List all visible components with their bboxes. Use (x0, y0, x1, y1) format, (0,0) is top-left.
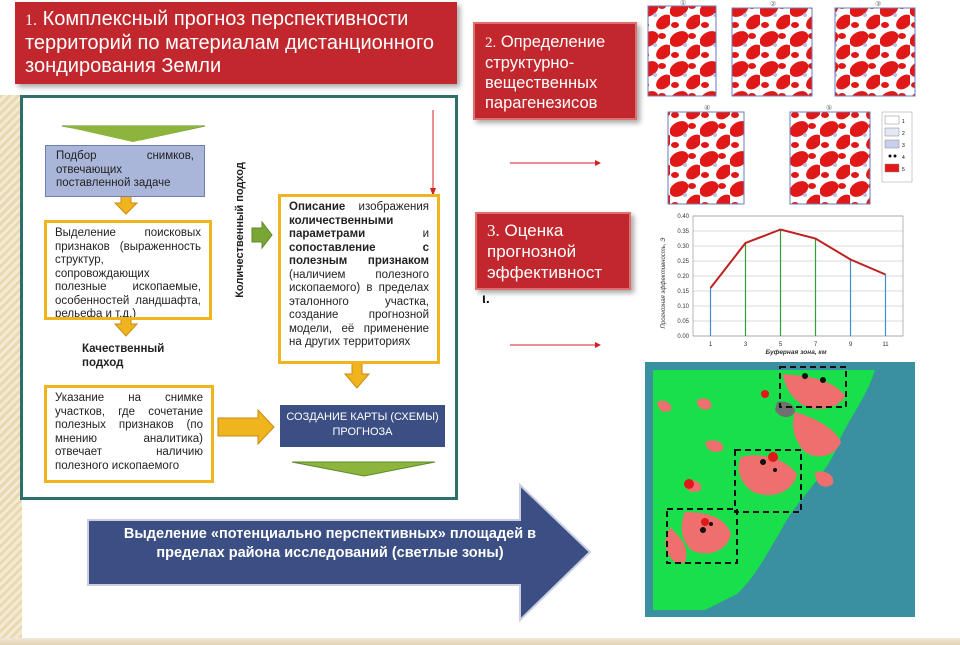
legend-1: 1 (902, 119, 905, 125)
chart-ytick-label: 0.30 (677, 244, 689, 250)
map-thumbnails: ① ② ③ ④ ⑤ 1 2 3 4 5 (647, 0, 916, 205)
describe-bold-2: количественными параметрами (289, 214, 394, 241)
down-arrow-2 (113, 317, 139, 337)
chart-xtick-label: 7 (814, 342, 818, 348)
describe-bold-3: сопоставление с полезным признаком (289, 241, 429, 268)
structural-title-number: 2. (485, 35, 497, 51)
big-navy-arrow (87, 482, 592, 623)
legend-3: 3 (902, 143, 905, 149)
select-images-box: Подбор снимков, отвечающих поставленной … (45, 145, 205, 197)
legend-5: 5 (902, 167, 905, 173)
legend-4: 4 (902, 155, 905, 161)
main-title-number: 1. (25, 12, 37, 29)
chart-ytick-label: 0.00 (677, 334, 689, 340)
describe-text-1: изображения (345, 201, 429, 213)
chart-xlabel: Буферная зона, км (765, 349, 826, 356)
search-features-box: Выделение поисковых признаков (выраженно… (44, 220, 212, 320)
chart-ytick-label: 0.05 (677, 319, 689, 325)
describe-box: Описание изображения количественными пар… (278, 194, 440, 364)
thumb-3: ③ (834, 0, 916, 97)
chart-plot-frame (692, 215, 904, 337)
down-arrow-3 (343, 362, 371, 389)
green-right-arrow (251, 220, 273, 250)
thumb-5-number: ⑤ (826, 104, 832, 112)
thumb-1-number: ① (680, 0, 686, 7)
evaluation-title-number: 3. (487, 221, 500, 240)
forecast-map (645, 362, 915, 617)
evaluation-title-text: Оценка прогнозной эффективност (487, 221, 603, 282)
qualitative-label-text: Качественный подход (82, 343, 165, 369)
structural-title: 2. Определение структурно-вещественных п… (473, 22, 637, 120)
main-title: 1. Комплексный прогноз перспективности т… (15, 2, 457, 84)
chart-ytick-label: 0.35 (677, 229, 689, 235)
thumb-4-number: ④ (704, 104, 710, 112)
forecast-map-drawing (653, 366, 875, 610)
down-arrow-1 (113, 194, 139, 215)
chart-ylabel: Прогнозная эффективность, Э (661, 238, 667, 329)
bottom-border (0, 638, 960, 645)
chart-xtick-label: 9 (849, 342, 853, 348)
structural-title-text: Определение структурно-вещественных пара… (485, 33, 606, 112)
describe-text-3: (наличием полезного ископаемого) в преде… (289, 268, 429, 349)
chart-xtick-label: 11 (882, 342, 889, 348)
evaluation-title: 3. Оценка прогнозной эффективност (475, 212, 631, 290)
efficiency-chart: Прогнозная эффективность, Э Буферная зон… (653, 208, 913, 358)
yellow-right-arrow (217, 408, 275, 446)
thumb-2: ② (731, 0, 813, 97)
chart-ytick-label: 0.20 (677, 274, 689, 280)
chart-ytick-label: 0.40 (677, 214, 689, 220)
evaluation-title-tail: ι. (482, 290, 490, 306)
quantitative-label-text: Количественный подход (234, 162, 246, 298)
bottom-green-arrow (291, 461, 436, 477)
indicate-areas-box: Указание на снимке участков, где сочетан… (44, 385, 214, 483)
quantitative-label: Количественный подход (225, 150, 255, 310)
bottom-arrow-text: Выделение «потенциально перспективных» п… (123, 526, 537, 561)
describe-text-2: и (365, 228, 429, 240)
create-map-box: СОЗДАНИЕ КАРТЫ (СХЕМЫ) ПРОГНОЗА (280, 405, 445, 447)
chart-ytick-label: 0.15 (677, 289, 689, 295)
chart-series-line (709, 228, 886, 289)
decorative-stripe (0, 95, 22, 645)
chart-ytick-label: 0.10 (677, 304, 689, 310)
chart-xtick-label: 1 (709, 342, 713, 348)
thumb-legend: 1 2 3 4 5 (881, 111, 913, 183)
main-title-text: Комплексный прогноз перспективности терр… (25, 8, 434, 77)
describe-bold-1: Описание (289, 201, 346, 213)
legend-2: 2 (902, 131, 905, 137)
thumb-4: ④ (667, 104, 745, 205)
chart-xtick-label: 5 (779, 342, 783, 348)
thumb-1: ① (647, 0, 717, 97)
thumb-3-number: ③ (875, 0, 881, 8)
thumb-5: ⑤ (789, 104, 871, 205)
chart-ytick-label: 0.25 (677, 259, 689, 265)
qualitative-label: Качественный подход (82, 342, 172, 370)
thumb-2-number: ② (770, 0, 776, 8)
chart-xtick-label: 3 (744, 342, 748, 348)
